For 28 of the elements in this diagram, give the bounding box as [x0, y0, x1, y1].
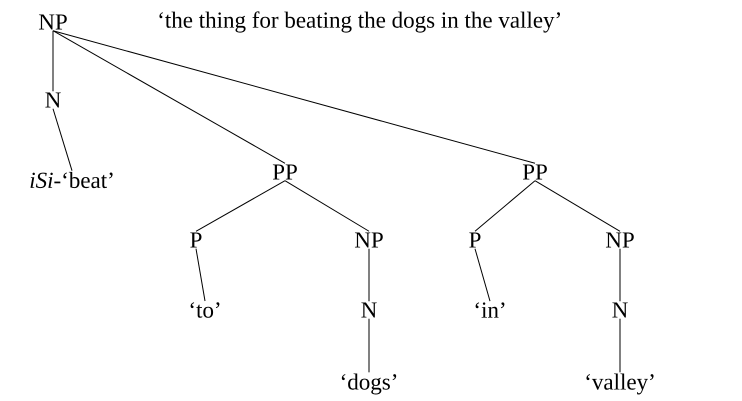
category-label: NP	[354, 232, 383, 248]
tree-label: ‘valley’	[586, 374, 654, 394]
tree-branch	[196, 180, 286, 232]
tree-label: iSi-‘beat’	[30, 172, 113, 188]
gloss-text: ‘the thing for beating the dogs in the valley’	[159, 11, 560, 33]
category-label: N	[361, 302, 377, 318]
tree-branch	[474, 248, 490, 302]
category-label: N	[612, 302, 628, 318]
tree-branch	[368, 248, 370, 302]
tree-label: ‘dogs’	[342, 374, 396, 394]
tree-branch	[52, 30, 536, 164]
tree-label: ‘in’	[476, 302, 504, 318]
tree-branch	[52, 30, 54, 92]
tree-branch	[52, 30, 286, 164]
category-label: P	[190, 232, 202, 248]
tree-branch	[196, 248, 206, 302]
category-label: N	[45, 92, 61, 108]
category-label: NP	[38, 14, 67, 30]
tree-branch	[474, 180, 536, 232]
tree-branch	[52, 108, 72, 172]
tree-branch	[284, 180, 370, 232]
tree-label: ‘to’	[190, 302, 220, 318]
category-label: PP	[272, 164, 297, 180]
category-label: PP	[522, 164, 547, 180]
category-label: P	[469, 232, 480, 248]
category-label: NP	[606, 232, 634, 248]
tree-branch	[534, 180, 620, 232]
tree-branch	[368, 318, 370, 373]
